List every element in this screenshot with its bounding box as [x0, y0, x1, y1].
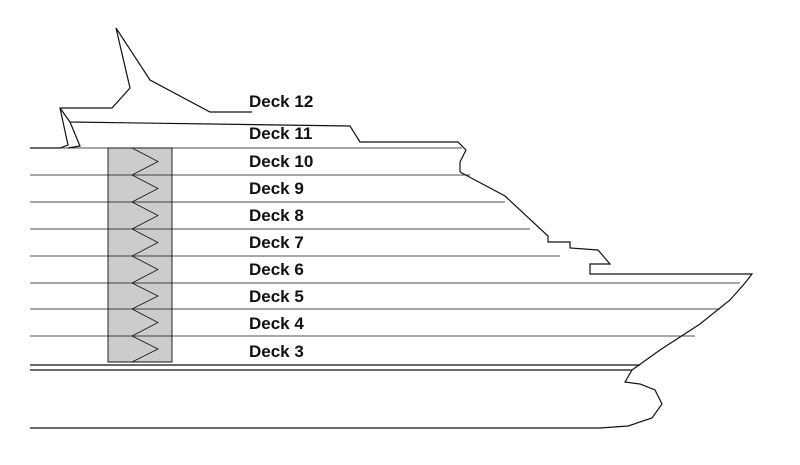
deck-label-5: Deck 5 — [249, 287, 304, 306]
stair-flight — [131, 255, 159, 284]
deck-label-6: Deck 6 — [249, 260, 304, 279]
stair-flight — [131, 335, 159, 363]
stair-flight — [131, 201, 159, 230]
deck-11-roofline — [67, 121, 81, 149]
bow-profile — [30, 171, 754, 429]
upper-superstructure — [59, 107, 467, 172]
stair-flight — [131, 174, 159, 203]
stair-flight — [131, 147, 159, 176]
ship-mast — [30, 27, 252, 149]
deck-labels: Deck 12 Deck 11 Deck 10 Deck 9 Deck 8 De… — [249, 92, 313, 361]
stair-flight — [131, 228, 159, 257]
deck-label-8: Deck 8 — [249, 206, 304, 225]
stair-flight — [131, 308, 159, 337]
deck-label-9: Deck 9 — [249, 179, 304, 198]
deck-label-12: Deck 12 — [249, 92, 313, 111]
deck-label-7: Deck 7 — [249, 233, 304, 252]
stair-flight — [131, 282, 159, 310]
stair-zigzag — [108, 147, 172, 363]
deck-label-4: Deck 4 — [249, 314, 304, 333]
deck-label-3: Deck 3 — [249, 342, 304, 361]
deck-label-11: Deck 11 — [249, 124, 312, 143]
stairwell — [107, 147, 173, 363]
deck-label-10: Deck 10 — [249, 152, 313, 171]
